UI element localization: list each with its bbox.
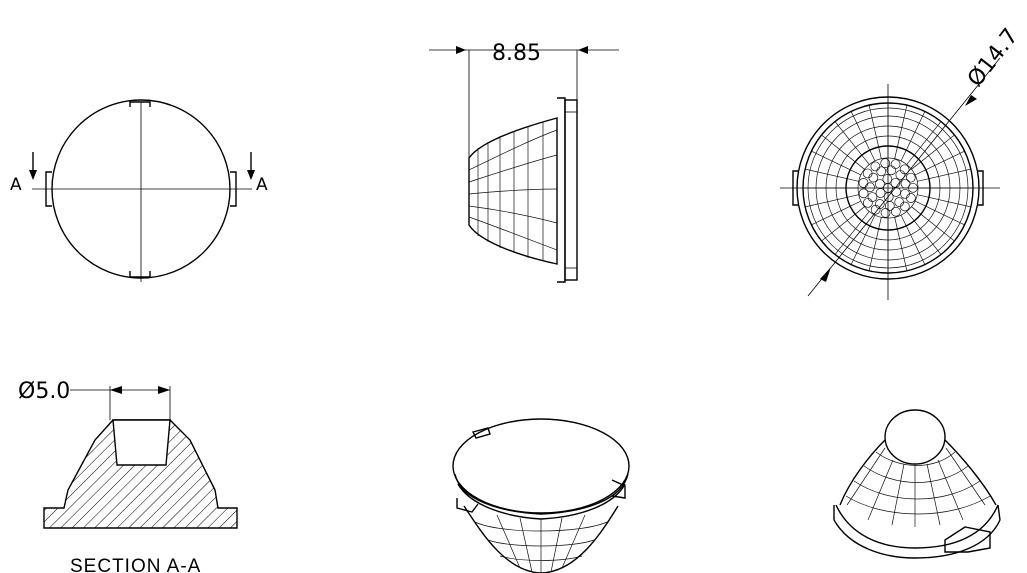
facet-line bbox=[894, 217, 908, 272]
iso-rim-top bbox=[452, 418, 630, 514]
center-cell bbox=[875, 179, 885, 189]
center-cell bbox=[894, 197, 905, 207]
center-cell bbox=[868, 172, 879, 183]
facet-line bbox=[868, 104, 882, 159]
lens-body-outline bbox=[468, 117, 558, 265]
center-cell bbox=[900, 188, 910, 199]
top-tab-right bbox=[977, 170, 984, 206]
center-cell bbox=[870, 161, 881, 172]
facet-line bbox=[834, 211, 870, 256]
center-cell bbox=[858, 188, 869, 199]
tab-top bbox=[129, 101, 151, 107]
section-cavity bbox=[112, 419, 171, 466]
section-arrow-right-head bbox=[247, 170, 255, 180]
center-cell bbox=[900, 178, 911, 189]
dimension-hole-label: Ø5.0 bbox=[18, 379, 70, 404]
tab-left bbox=[45, 171, 52, 207]
facet-line bbox=[868, 217, 882, 272]
center-cell bbox=[875, 188, 886, 198]
iso-cone-sides bbox=[839, 439, 997, 506]
center-cell bbox=[870, 204, 881, 215]
section-hatched-body bbox=[43, 419, 238, 529]
center-cell bbox=[884, 201, 895, 211]
section-view: Ø5.0 SECTION A-A bbox=[18, 379, 238, 573]
facet-line bbox=[804, 168, 859, 182]
facet-line bbox=[820, 134, 865, 170]
center-cell bbox=[905, 172, 916, 183]
facet-line bbox=[906, 211, 942, 256]
tab-bottom bbox=[129, 271, 151, 278]
side-view: 8.85 bbox=[429, 41, 619, 283]
section-caption: SECTION A-A bbox=[70, 556, 201, 573]
center-cell bbox=[880, 158, 891, 169]
flange bbox=[564, 99, 578, 281]
facet-line bbox=[810, 150, 862, 176]
lens-facets-top bbox=[803, 103, 973, 273]
facet-line bbox=[850, 110, 876, 162]
facet-line bbox=[906, 120, 942, 165]
iso-base-rim bbox=[835, 504, 999, 549]
center-cell bbox=[890, 178, 901, 188]
center-cell bbox=[858, 178, 869, 188]
center-cell bbox=[908, 182, 918, 193]
facet-line bbox=[914, 150, 966, 176]
center-cell bbox=[900, 201, 910, 212]
facet-line bbox=[911, 134, 956, 170]
facet-line bbox=[810, 200, 862, 226]
facet-line bbox=[820, 206, 865, 242]
facet-line bbox=[900, 214, 926, 266]
facet-line bbox=[900, 110, 926, 162]
facet-line bbox=[804, 194, 859, 208]
section-arrow-left-head bbox=[29, 170, 37, 180]
center-cell bbox=[899, 164, 910, 175]
iso-view-top bbox=[833, 409, 1001, 559]
facet-line bbox=[850, 214, 876, 266]
center-cell bbox=[880, 208, 891, 218]
top-tab-left bbox=[792, 170, 799, 206]
center-cell bbox=[906, 193, 916, 203]
dim-line-diameter bbox=[807, 57, 1001, 297]
iso-view-bottom bbox=[452, 418, 630, 573]
iso-tab-left bbox=[456, 498, 479, 513]
tab-right bbox=[230, 171, 237, 207]
dimension-diameter-label: Ø14.7 bbox=[963, 24, 1024, 92]
center-cell bbox=[863, 197, 873, 208]
center-cell bbox=[882, 174, 893, 184]
iso-tab-right bbox=[944, 526, 991, 553]
center-cell bbox=[891, 206, 901, 217]
facet-line bbox=[834, 120, 870, 165]
facet-line bbox=[917, 194, 972, 208]
facet-line bbox=[911, 206, 956, 242]
flange-tab bbox=[557, 97, 566, 283]
front-view: A A bbox=[10, 99, 268, 282]
iso-top-face bbox=[884, 409, 946, 465]
section-marker-right: A bbox=[256, 175, 268, 195]
center-cell bbox=[867, 192, 878, 202]
facet-line bbox=[917, 168, 972, 182]
facet-line bbox=[914, 200, 966, 226]
facet-line bbox=[894, 104, 908, 159]
lens-facets-side bbox=[468, 122, 558, 261]
section-marker-left: A bbox=[10, 175, 22, 195]
iso-lens-cone bbox=[463, 505, 619, 573]
top-view: Ø14.7 bbox=[780, 24, 1024, 300]
center-cell bbox=[890, 159, 901, 170]
center-cell bbox=[876, 166, 887, 177]
dimension-width-label: 8.85 bbox=[492, 41, 541, 66]
center-cell bbox=[862, 168, 873, 179]
